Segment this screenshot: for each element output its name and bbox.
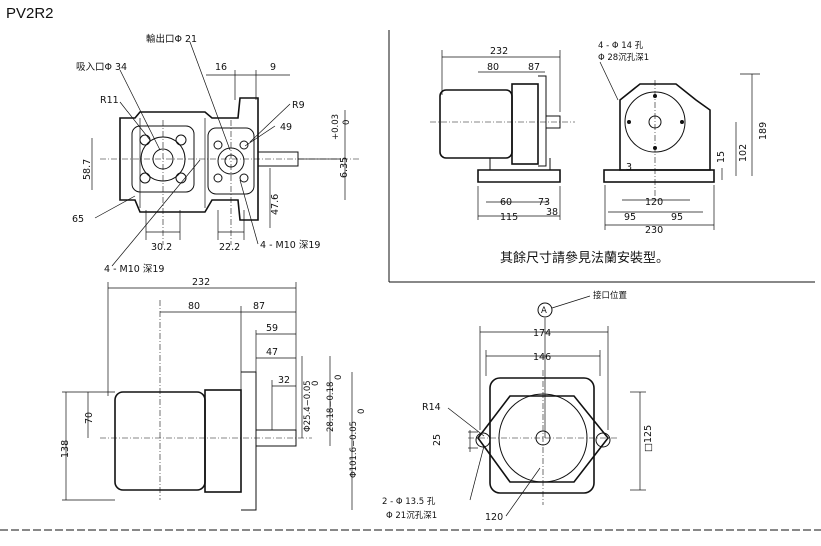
dim-73: 73: [538, 197, 550, 208]
dim-230: 230: [645, 225, 663, 236]
shaft-diameter-tol: 0: [311, 381, 321, 386]
shaft-tol-lower: 0: [342, 120, 352, 125]
dim-70: 70: [84, 412, 95, 424]
shaft-tol-upper: +0.03: [331, 114, 341, 140]
top-right-dimension-labels: 4 - Φ 14 孔 Φ 28沉孔深1 3 15 102 189 120 95 …: [598, 41, 769, 236]
dim-60: 60: [500, 197, 512, 208]
dim-87-bottom: 87: [253, 301, 265, 312]
dim-80-bottom: 80: [188, 301, 200, 312]
dim-r9: R9: [292, 100, 305, 111]
pilot-diameter-tol: 0: [357, 409, 367, 414]
dim-16: 16: [215, 62, 227, 73]
dim-30-2: 30.2: [151, 242, 172, 253]
dim-shaft-6-35: 6.35: [339, 157, 350, 178]
top-middle-side-view: [430, 50, 575, 220]
dim-47: 47: [266, 347, 278, 358]
dim-25: 25: [432, 434, 443, 446]
top-left-port-view: [91, 41, 360, 267]
dim-232-top: 232: [490, 46, 508, 57]
dim-80-top: 80: [487, 62, 499, 73]
tapped-holes-left-label: 4 - M10 深19: [104, 264, 164, 275]
port-marker: A: [541, 306, 547, 316]
bottom-right-flange-view: [447, 295, 646, 517]
dim-9: 9: [270, 62, 276, 73]
tapped-holes-right-label: 4 - M10 深19: [260, 240, 320, 251]
dim-120-top: 120: [645, 197, 663, 208]
dim-102: 102: [738, 144, 749, 162]
dim-38: 38: [546, 207, 558, 218]
dim-32: 32: [278, 375, 290, 386]
flange-mount-note: 其餘尺寸請參見法蘭安裝型。: [500, 250, 669, 266]
bottom-right-dimension-labels: A 接口位置 174 146 R14 25 □125 2 - Φ 13.5 孔 …: [382, 290, 654, 523]
port-position-label: 接口位置: [593, 290, 628, 301]
inlet-port-label: 吸入口Φ 34: [76, 62, 127, 73]
bottom-left-side-view: [62, 282, 353, 511]
dim-146: 146: [533, 352, 551, 363]
pilot-diameter: Φ101.6−0.05: [349, 421, 359, 478]
dim-95-right: 95: [671, 212, 683, 223]
shaft-diameter: Φ25.4−0.05: [303, 380, 313, 432]
dim-58-7: 58.7: [82, 159, 93, 180]
dim-125-square: □125: [643, 425, 654, 452]
dim-22-2: 22.2: [219, 242, 240, 253]
dim-87-top: 87: [528, 62, 540, 73]
top-middle-dimension-labels: 232 80 87 60 73 115 38: [487, 46, 558, 223]
dim-65: 65: [72, 214, 84, 225]
dim-49: 49: [280, 122, 292, 133]
dim-95-left: 95: [624, 212, 636, 223]
dim-120-bottom: 120: [485, 512, 503, 523]
dim-r14: R14: [422, 402, 441, 413]
key-dim: 28.18−0.18: [326, 382, 336, 432]
bottom-left-dimension-labels: 232 80 87 59 47 32 70 138 Φ25.4−0.05 0 2…: [60, 277, 367, 478]
key-dim-tol: 0: [334, 375, 344, 380]
flange-counterbore-label: Φ 21沉孔深1: [386, 511, 437, 521]
dim-189: 189: [758, 122, 769, 140]
top-left-dimension-labels: 輸出口Φ 21 吸入口Φ 34 16 9 R11 R9 49 +0.03 0 6…: [72, 33, 352, 275]
mount-holes-label: 4 - Φ 14 孔: [598, 41, 644, 51]
dim-47-6: 47.6: [270, 194, 281, 215]
drawing-title: PV2R2: [6, 5, 54, 22]
dim-115: 115: [500, 212, 518, 223]
dim-138: 138: [60, 440, 71, 458]
dim-59: 59: [266, 323, 278, 334]
dim-174: 174: [533, 328, 551, 339]
dim-r11: R11: [100, 95, 119, 106]
dim-232-bottom: 232: [192, 277, 210, 288]
outlet-port-label: 輸出口Φ 21: [146, 33, 197, 45]
dim-3: 3: [626, 162, 632, 173]
counterbore-label: Φ 28沉孔深1: [598, 53, 649, 63]
top-right-front-view: [599, 61, 760, 230]
flange-holes-label: 2 - Φ 13.5 孔: [382, 497, 436, 507]
dim-15: 15: [716, 151, 727, 163]
